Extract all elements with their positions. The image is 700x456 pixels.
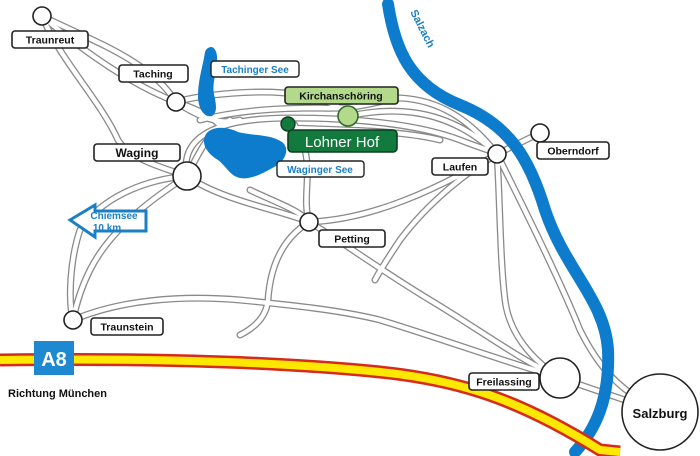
traunreut-marker — [32, 6, 52, 26]
laufen-label-box: Laufen — [431, 157, 489, 176]
oberndorf-label-box: Oberndorf — [536, 141, 610, 160]
laufen-marker — [487, 144, 507, 164]
traunreut-label: Traunreut — [26, 35, 75, 47]
tachinger-see-label-box: Tachinger See — [210, 60, 300, 78]
taching-label: Taching — [133, 69, 172, 81]
kirchanschoering-label: Kirchanschöring — [299, 91, 382, 103]
waging-label-box: Waging — [93, 143, 181, 162]
lohner-hof-marker — [280, 116, 296, 132]
taching-label-box: Taching — [118, 64, 189, 83]
traunstein-label: Traunstein — [100, 322, 153, 334]
freilassing-label: Freilassing — [476, 377, 531, 389]
waginger-see-lake — [203, 127, 287, 179]
tachinger-see-label: Tachinger See — [221, 65, 289, 76]
chiemsee-direction-arrow: Chiemsee 10 km — [67, 202, 148, 240]
salzach-label: Salzach — [407, 8, 436, 50]
tachinger-see-lake — [198, 46, 218, 117]
waging-label: Waging — [116, 146, 159, 160]
oberndorf-label: Oberndorf — [547, 146, 599, 158]
lohner-hof-label: Lohner Hof — [305, 134, 380, 151]
town-markers — [32, 6, 699, 451]
town-labels: Traunreut Taching Waging Kirchanschöring… — [11, 30, 688, 421]
road-network — [38, 12, 664, 416]
a8-badge: A8 — [34, 341, 74, 375]
a8-badge-label: A8 — [41, 349, 67, 371]
chiemsee-distance-label: 10 km — [93, 223, 121, 234]
petting-marker — [299, 212, 319, 232]
salzach-river — [382, 0, 615, 456]
traunstein-marker — [63, 310, 83, 330]
freilassing-label-box: Freilassing — [468, 372, 540, 391]
salzburg-marker — [621, 373, 699, 451]
traunreut-label-box: Traunreut — [11, 30, 89, 49]
waging-marker — [172, 161, 202, 191]
taching-marker — [166, 92, 186, 112]
waginger-see-label: Waginger See — [287, 165, 353, 176]
chiemsee-label: Chiemsee — [90, 211, 138, 222]
kirchanschoering-marker — [337, 105, 359, 127]
oberndorf-marker — [530, 123, 550, 143]
waginger-see-label-box: Waginger See — [276, 160, 365, 178]
salzburg-label: Salzburg — [633, 406, 688, 421]
petting-label-box: Petting — [318, 229, 386, 248]
lohner-hof-label-box: Lohner Hof — [287, 129, 398, 153]
motorway-a8 — [0, 353, 621, 456]
freilassing-marker — [539, 357, 581, 399]
petting-label: Petting — [334, 234, 370, 246]
traunstein-label-box: Traunstein — [90, 317, 164, 336]
direction-muenchen-label: Richtung München — [8, 388, 107, 400]
laufen-label: Laufen — [443, 162, 477, 174]
kirchanschoering-label-box: Kirchanschöring — [284, 86, 399, 105]
